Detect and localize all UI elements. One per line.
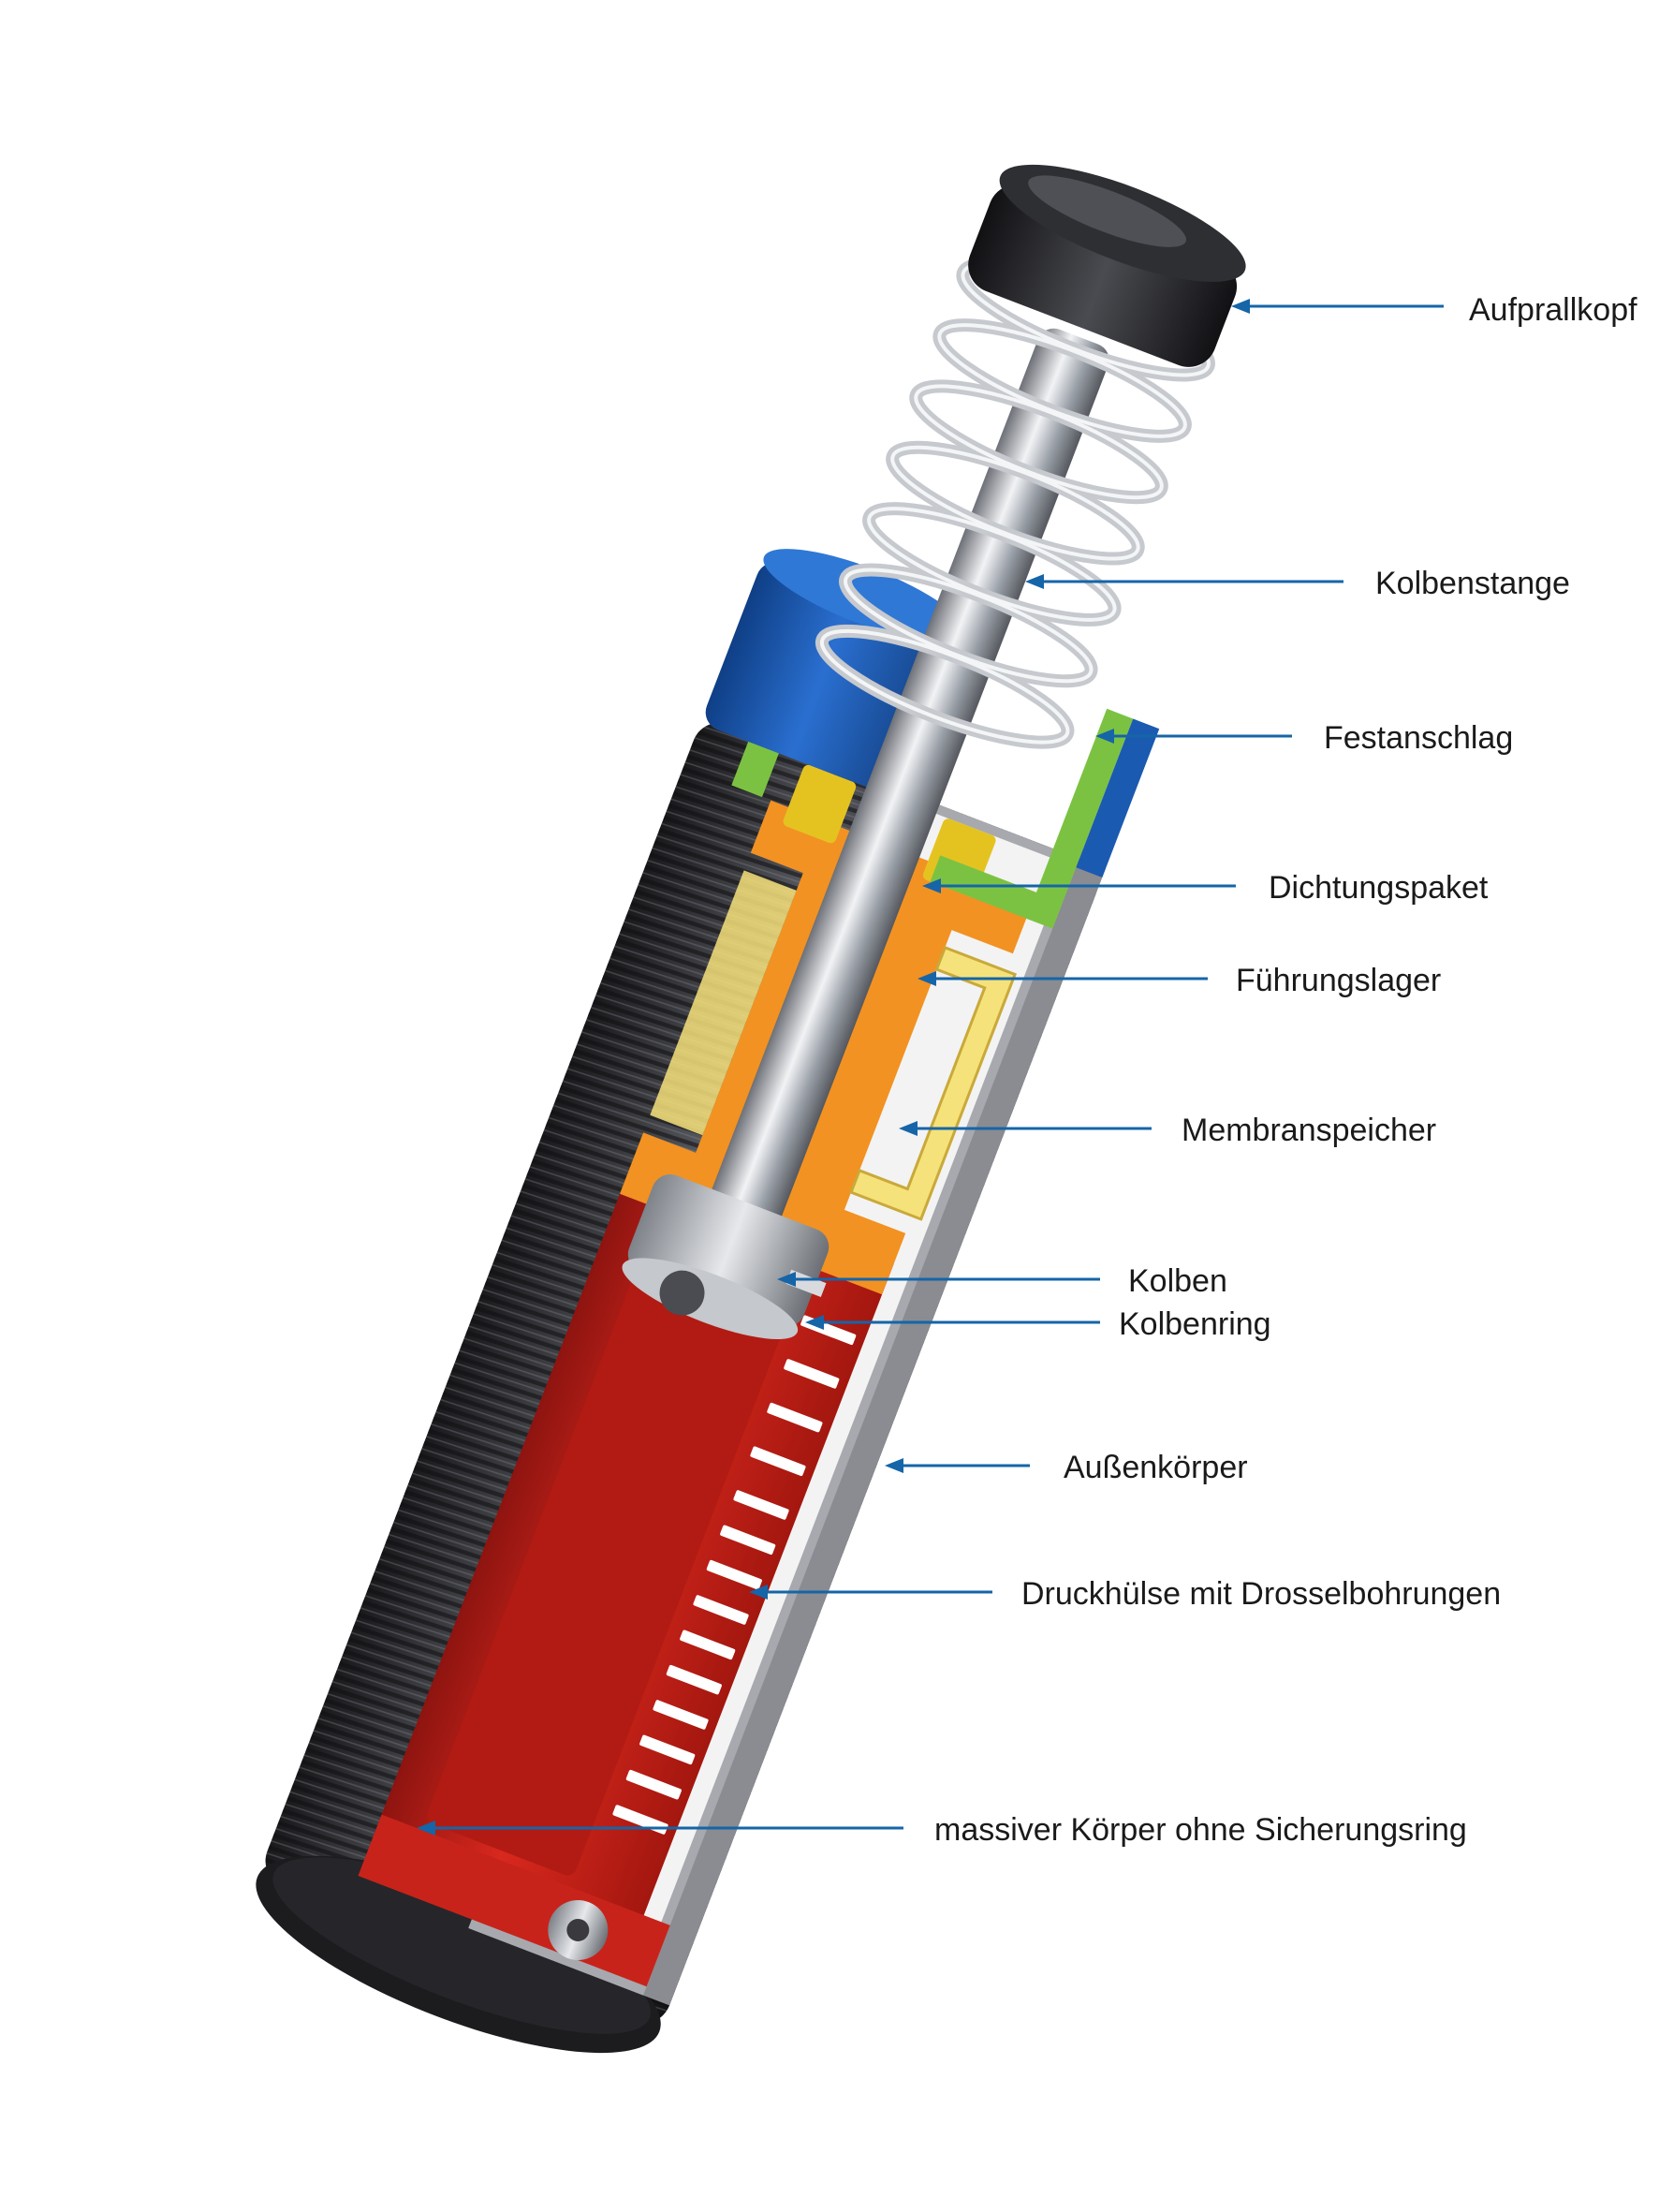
label-kolbenstange: Kolbenstange [1375, 566, 1570, 601]
body-end-face-highlight [272, 1857, 651, 2034]
arrow-aussenkoerper [885, 1458, 1030, 1473]
impact-head-top-shine [1028, 175, 1186, 247]
label-aufprallkopf: Aufprallkopf [1469, 292, 1637, 328]
label-dichtungspaket: Dichtungspaket [1269, 870, 1489, 906]
piston-body [627, 1174, 830, 1327]
piston-group [622, 1174, 830, 1339]
impact-head [968, 184, 1238, 367]
label-kolbenring: Kolbenring [1119, 1306, 1271, 1342]
blue-cap-top [763, 549, 966, 642]
seal-package-left [783, 764, 857, 844]
arrow-fuehrungslager [918, 971, 1208, 986]
label-aussenkoerper: Außenkörper [1064, 1450, 1248, 1485]
label-membranspeicher: Membranspeicher [1182, 1113, 1437, 1148]
label-massiver-koerper: massiver Körper ohne Sicherungsring [934, 1812, 1467, 1848]
shock-absorber [256, 164, 1246, 2054]
impact-head-group [968, 164, 1246, 367]
arrow-kolben [777, 1272, 1100, 1287]
label-kolben: Kolben [1128, 1263, 1227, 1299]
arrow-membranspeicher [899, 1121, 1152, 1136]
arrow-dichtungspaket [922, 878, 1236, 893]
label-druckhuelse: Druckhülse mit Drosselbohrungen [1021, 1576, 1502, 1612]
piston-rod-body [686, 328, 1109, 1290]
arrow-festanschlag [1095, 729, 1292, 744]
pressure-sleeve-bore [427, 1194, 813, 1876]
arrow-kolbenstange [1025, 574, 1343, 589]
arrow-massiver-koerper [417, 1821, 903, 1836]
arrow-kolbenring [805, 1315, 1100, 1330]
membrane-accumulator-left [650, 870, 797, 1136]
blue-cap-right [1076, 718, 1160, 877]
callout-arrows [417, 299, 1444, 1836]
membrane-accumulator [849, 945, 1017, 1221]
label-fuehrungslager: Führungslager [1236, 963, 1442, 998]
label-festanschlag: Festanschlag [1324, 720, 1514, 756]
base-screw-socket [566, 1918, 590, 1941]
arrow-aufprallkopf [1231, 299, 1444, 314]
fixed-stop [930, 708, 1134, 929]
piston-ring [785, 1269, 827, 1298]
piston-hex-screw [659, 1270, 705, 1316]
arrow-druckhuelse [749, 1585, 992, 1600]
